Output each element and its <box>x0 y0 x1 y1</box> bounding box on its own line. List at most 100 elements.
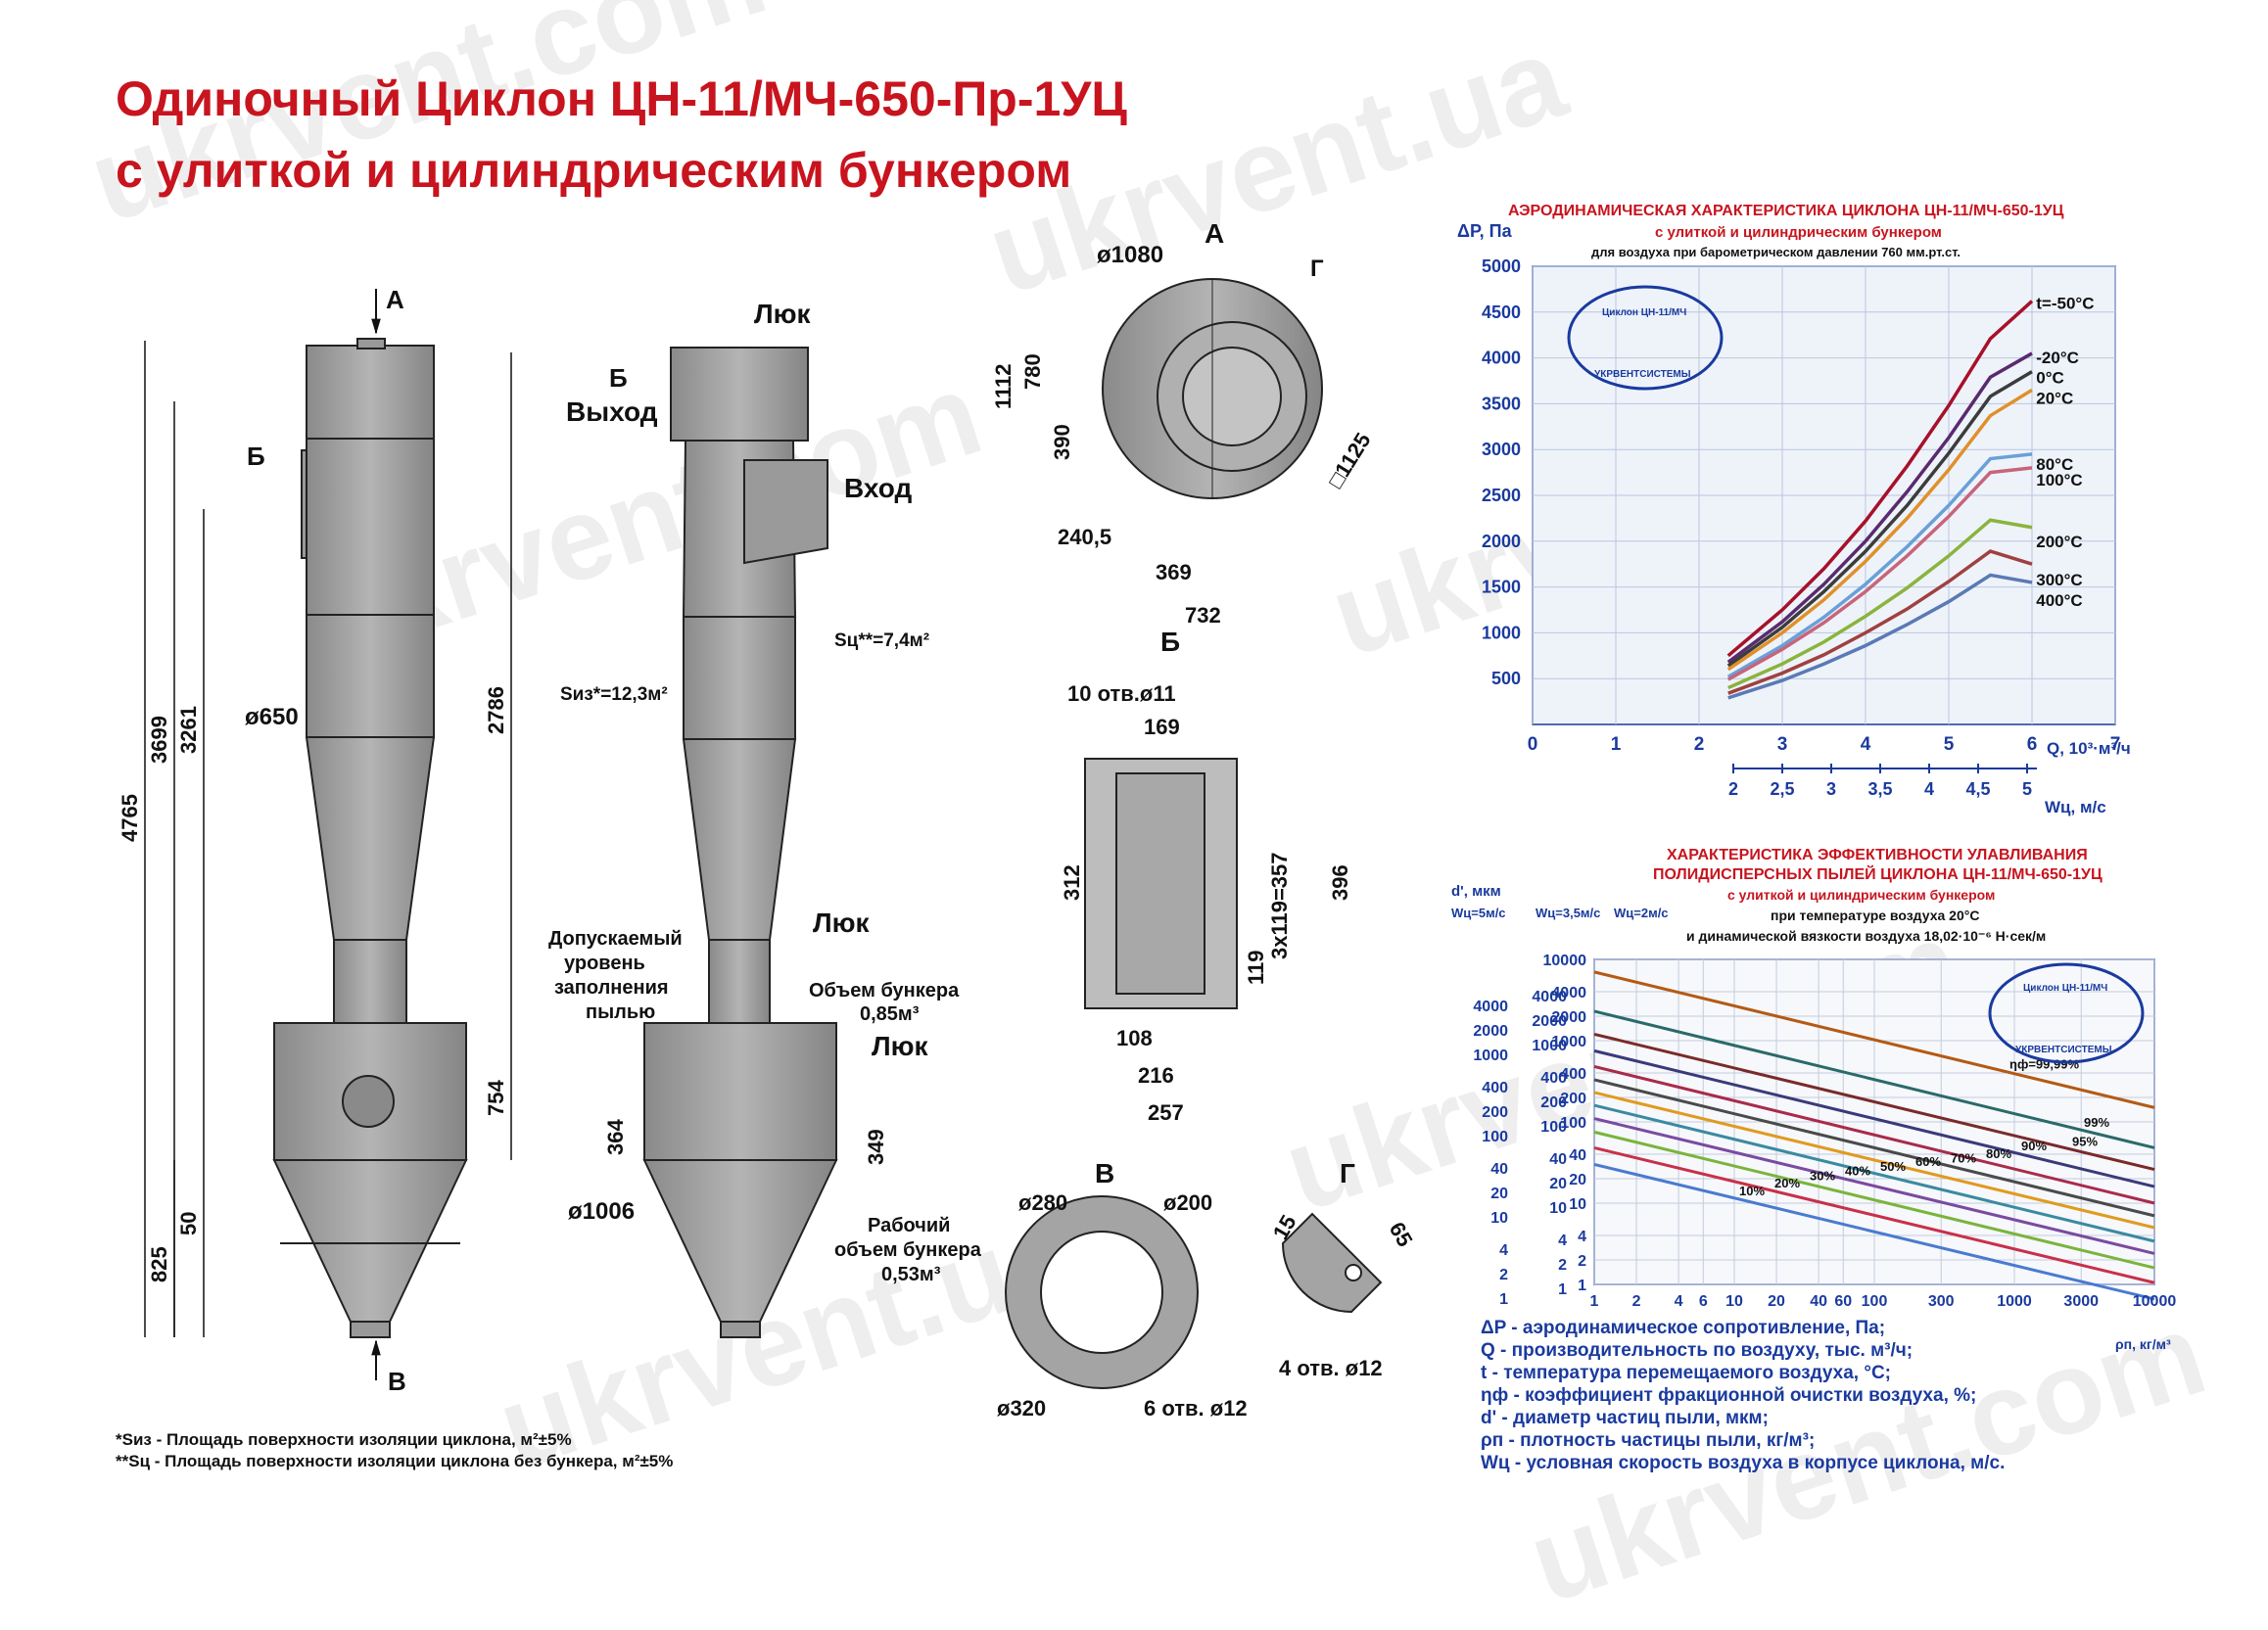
side-s-iz: Sиз*=12,3м² <box>560 684 668 705</box>
chart1-series-line <box>1726 452 2033 678</box>
chart1-series-label: 200°C <box>2036 533 2082 551</box>
chart2-xtick: 10000 <box>2133 1293 2177 1310</box>
side-fill-level-3: заполнения <box>554 977 669 999</box>
chart2-ytick-col2: 200 <box>1540 1094 1567 1111</box>
chart2-ytick-col1: 2 <box>1499 1267 1508 1283</box>
dim-4765: 4765 <box>118 794 142 842</box>
chart2-series-label: 95% <box>2072 1134 2098 1148</box>
chart1-series-label: 400°C <box>2036 591 2082 610</box>
side-hatch-bottom: Люк <box>872 1031 929 1061</box>
view-g <box>1281 1212 1383 1314</box>
chart2-ytick-col2: 2000 <box>1532 1013 1567 1030</box>
dim-d1006: ø1006 <box>568 1198 635 1225</box>
chart2-xtick: 300 <box>1928 1293 1955 1310</box>
dim-396: 396 <box>1328 864 1352 901</box>
chart1-ylabel: ΔP, Па <box>1457 221 1513 241</box>
chart2-ytick: 10000 <box>1543 953 1587 969</box>
side-fill-level-2: уровень <box>564 953 645 974</box>
chart1-series-line <box>1726 351 2033 664</box>
chart1-x2label: Wц, м/с <box>2045 798 2106 816</box>
view-a <box>1102 278 1323 499</box>
chart2-ytick: 200 <box>1560 1091 1586 1107</box>
chart2-series-line <box>1593 1117 2155 1255</box>
dim-50: 50 <box>176 1212 201 1235</box>
chart1-ytick: 2500 <box>1482 486 1521 505</box>
chart2-series-line <box>1593 1064 2155 1205</box>
chart2-xtick: 10 <box>1725 1293 1743 1310</box>
page-subtitle: с улиткой и цилиндрическим бункером <box>116 143 1072 198</box>
chart2-series-label: 70% <box>1951 1150 1976 1165</box>
svg-text:УКРВЕНТСИСТЕМЫ: УКРВЕНТСИСТЕМЫ <box>2015 1045 2112 1055</box>
dim-369: 369 <box>1156 560 1192 584</box>
chart2-title-1: ХАРАКТЕРИСТИКА ЭФФЕКТИВНОСТИ УЛАВЛИВАНИЯ <box>1667 847 2088 863</box>
chart1-series-line <box>1727 549 2033 695</box>
chart1-title: АЭРОДИНАМИЧЕСКАЯ ХАРАКТЕРИСТИКА ЦИКЛОНА … <box>1508 203 2064 219</box>
chart1-series-label: 80°C <box>2036 455 2073 474</box>
side-work-volume-1: Рабочий <box>868 1215 950 1236</box>
chart2-ytick: 2000 <box>1551 1009 1586 1026</box>
dim-d320: ø320 <box>997 1396 1046 1420</box>
chart2-ytick-col2: 1000 <box>1532 1038 1567 1054</box>
side-label-b: Б <box>609 363 628 393</box>
chart2-ytick-col2: 1 <box>1558 1281 1567 1298</box>
legend-note: Wц - условная скорость воздуха в корпусе… <box>1481 1453 2006 1473</box>
chart1-x2tick: 3,5 <box>1867 779 1892 799</box>
chart1-x2tick: 3 <box>1826 779 1836 799</box>
view-v-label: В <box>1095 1158 1114 1188</box>
chart1-x2tick: 2 <box>1728 779 1738 799</box>
chart2-ytick: 100 <box>1560 1115 1586 1132</box>
chart2-ytick-col2: 4 <box>1558 1233 1567 1249</box>
chart1-series-line <box>1726 388 2033 672</box>
chart2-series-label: 90% <box>2021 1139 2047 1153</box>
side-fill-level-4: пылью <box>586 1001 655 1023</box>
chart1-ytick: 500 <box>1491 669 1521 688</box>
chart1-ytick: 1000 <box>1482 623 1521 642</box>
chart2-ytick: 4000 <box>1551 985 1586 1001</box>
side-bunker-volume-1: Объем бункера <box>809 980 960 1001</box>
chart2-series-label: ηф=99,99% <box>2009 1057 2079 1072</box>
chart2-ycol-2: Wц=3,5м/с <box>1536 906 1600 920</box>
chart2-series-line <box>1593 1103 2155 1243</box>
chart2-subtitle-1: с улиткой и цилиндрическим бункером <box>1727 887 1995 903</box>
chart2-xtick: 100 <box>1862 1293 1888 1310</box>
chart2-series-line <box>1593 1032 2155 1172</box>
chart1-xtick: 4 <box>1861 734 1871 755</box>
dim-732: 732 <box>1185 603 1221 628</box>
chart1-subtitle-2: для воздуха при барометрическом давлении… <box>1591 245 1961 259</box>
svg-text:Циклон ЦН-11/МЧ: Циклон ЦН-11/МЧ <box>1602 307 1686 318</box>
side-hatch-top: Люк <box>754 299 812 329</box>
chart2-ytick-col1: 10 <box>1490 1210 1508 1227</box>
chart2-ytick-col1: 200 <box>1482 1104 1508 1121</box>
legend-note: d' - диаметр частиц пыли, мкм; <box>1481 1408 1769 1428</box>
legend-note: ΔP - аэродинамическое сопротивление, Па; <box>1481 1318 1886 1338</box>
chart1-xtick: 0 <box>1528 734 1538 755</box>
chart1-series-label: 0°C <box>2036 369 2064 388</box>
chart1-series-label: 20°C <box>2036 389 2073 407</box>
chart2-ytick-col2: 40 <box>1549 1151 1567 1168</box>
chart2-series-line <box>1593 1130 2155 1270</box>
chart2-series-label: 99% <box>2084 1115 2109 1130</box>
legend-note: Q - производительность по воздуху, тыс. … <box>1481 1340 1914 1361</box>
chart2-series-label: 50% <box>1880 1159 1906 1174</box>
chart2-series-line <box>1593 1009 2155 1149</box>
view-b <box>1084 758 1238 1009</box>
dim-d1080: ø1080 <box>1097 242 1163 268</box>
chart2-ytick-col1: 1 <box>1499 1291 1508 1308</box>
chart2-xtick: 1 <box>1590 1293 1599 1310</box>
chart2-ytick-col1: 100 <box>1482 1129 1508 1145</box>
chart2-ytick: 4 <box>1578 1229 1586 1245</box>
side-fill-level-1: Допускаемый <box>548 928 683 950</box>
page-title: Одиночный Циклон ЦН-11/МЧ-650-Пр-1УЦ <box>116 71 1127 126</box>
chart2-xlabel: ρп, кг/м³ <box>2115 1336 2171 1352</box>
dim-d280: ø280 <box>1018 1190 1067 1215</box>
factory-logo: Циклон ЦН-11/МЧ УКРВЕНТСИСТЕМЫ <box>1567 285 1724 391</box>
side-hatch-mid: Люк <box>813 908 871 938</box>
front-label-a: А <box>386 285 404 314</box>
chart2-ytick-col1: 40 <box>1490 1161 1508 1178</box>
legend-note: ηф - коэффициент фракционной очистки воз… <box>1481 1385 1977 1406</box>
side-work-volume-3: 0,53м³ <box>881 1264 941 1285</box>
chart2-ytick-col1: 2000 <box>1473 1023 1508 1040</box>
chart2-xtick: 20 <box>1768 1293 1785 1310</box>
chart1-xtick: 3 <box>1777 734 1788 755</box>
chart2-ytick-col2: 10 <box>1549 1200 1567 1217</box>
